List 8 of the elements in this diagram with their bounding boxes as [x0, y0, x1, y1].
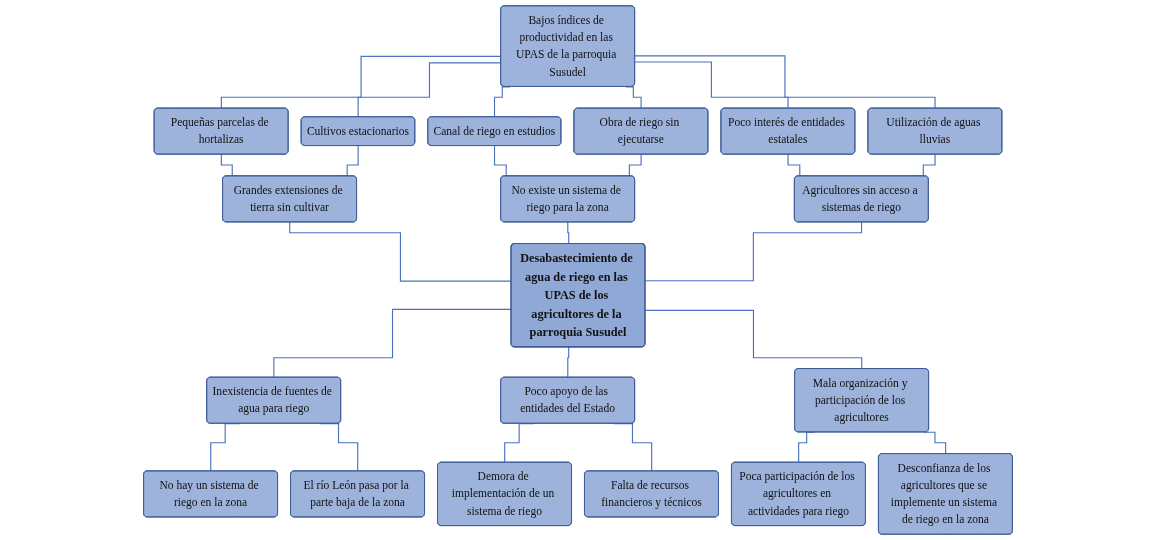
- connector: [634, 61, 789, 109]
- connector: [357, 62, 502, 118]
- connector: [289, 221, 512, 282]
- connector: [567, 221, 571, 245]
- connector: [634, 55, 936, 109]
- connector: [273, 308, 512, 379]
- connector: [220, 55, 502, 109]
- connector: [567, 346, 571, 379]
